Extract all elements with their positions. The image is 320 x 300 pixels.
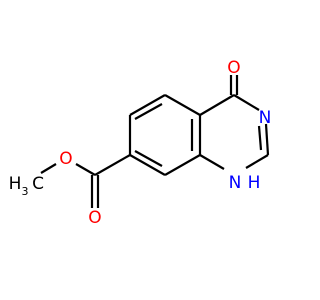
methyl-subscript: 3 <box>22 185 29 198</box>
ester-carbonyl-oxygen-label: O <box>88 208 101 228</box>
structure-canvas: O N N H O O H 3 C <box>8 58 272 228</box>
bond-c5-c6 <box>129 94 166 116</box>
bond-c5-c6-inner <box>134 103 163 120</box>
bond-c7-ester-c <box>94 154 131 176</box>
bond-c4a-c5 <box>164 94 201 116</box>
molecule-drawing: O N N H O O H 3 C <box>9 58 272 228</box>
n1-label: N <box>229 173 242 193</box>
n1-hydrogen-label: H <box>248 173 261 193</box>
bond-n3-c2-inner <box>257 125 263 151</box>
bond-c7-c8 <box>129 154 166 176</box>
ester-oxygen-label: O <box>59 149 72 169</box>
carbonyl-oxygen-label: O <box>227 58 240 78</box>
n3-label: N <box>259 108 272 128</box>
methyl-hydrogen-label: H <box>9 174 22 194</box>
bond-n3-c2 <box>264 123 270 156</box>
bond-c4a-c4 <box>199 94 235 116</box>
bond-o-methyl <box>40 163 57 174</box>
bond-c7-c8-inner <box>134 150 163 167</box>
bond-c8-c8a <box>164 154 201 176</box>
bond-c4-n3 <box>233 94 260 111</box>
bond-n1-c8a <box>199 154 225 170</box>
methyl-carbon-label: C <box>32 174 44 194</box>
bond-c2-n1 <box>245 154 269 169</box>
bond-ester-c-o-single <box>75 163 96 176</box>
